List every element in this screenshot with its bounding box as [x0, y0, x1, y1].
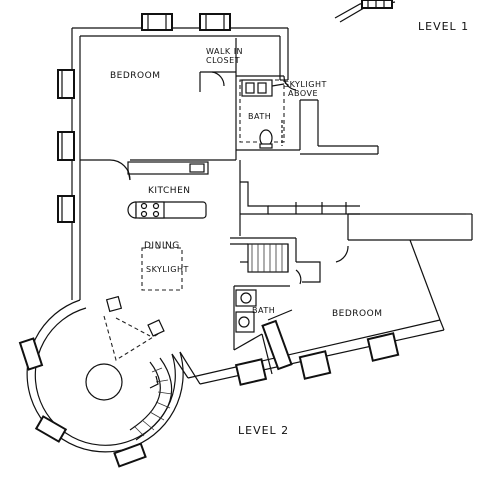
skylight-above-label-2: ABOVE — [288, 89, 318, 98]
bedroom-lower-label: BEDROOM — [332, 309, 382, 319]
exterior-walls — [57, 13, 473, 386]
dining-skylight-outline — [141, 247, 183, 291]
upper-bath-fixtures — [239, 79, 285, 149]
walk-in-label-1: WALK IN — [206, 47, 243, 56]
walk-in-label-2: CLOSET — [206, 56, 240, 65]
skylight-above-label-1: SKYLIGHT — [284, 80, 327, 89]
level-1-label: LEVEL 1 — [418, 20, 469, 33]
middle-stair — [240, 243, 289, 273]
level-1-fragment — [334, 0, 396, 23]
round-tower — [18, 299, 201, 468]
level-2-label: LEVEL 2 — [238, 424, 289, 437]
kitchen-label: KITCHEN — [148, 186, 191, 196]
kitchen-counters — [127, 161, 209, 219]
lower-bath-fixtures — [235, 289, 257, 333]
skylight-label: SKYLIGHT — [146, 265, 189, 274]
tower-seating — [103, 295, 165, 361]
bath-upper-label: BATH — [248, 112, 271, 121]
skylight-leader — [271, 83, 285, 87]
bath-lower-label: BATH — [252, 306, 275, 315]
bedroom-main-label: BEDROOM — [110, 71, 160, 81]
door-swings — [109, 71, 349, 285]
dining-label: DINING — [144, 241, 180, 251]
